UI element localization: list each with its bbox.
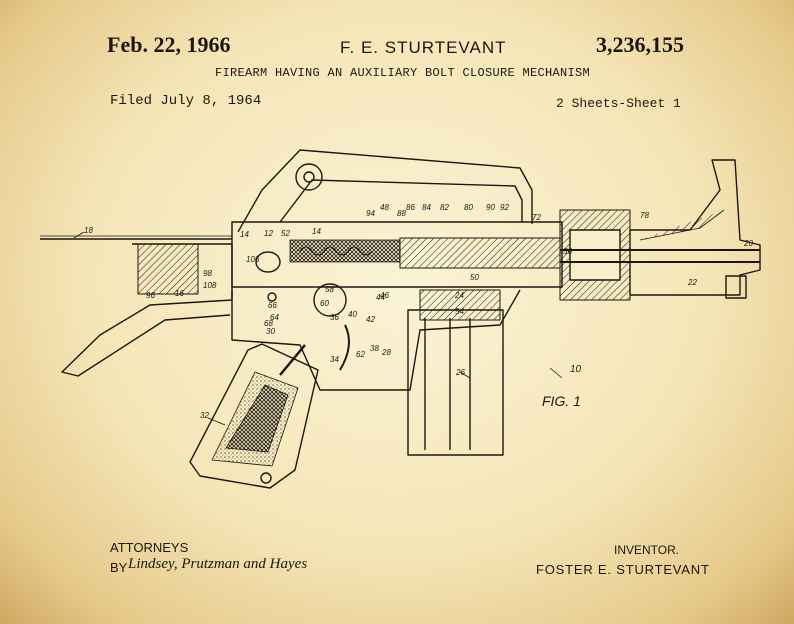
- part-number: 96: [146, 291, 155, 300]
- patent-title: FIREARM HAVING AN AUXILIARY BOLT CLOSURE…: [215, 66, 591, 80]
- attorney-signature: Lindsey, Prutzman and Hayes: [128, 556, 308, 572]
- sheet-count: 2 Sheets-Sheet 1: [556, 96, 681, 111]
- part-number: 54: [455, 307, 464, 316]
- part-number: 66: [268, 301, 277, 310]
- part-number: 68: [264, 319, 273, 328]
- part-number: 72: [532, 213, 541, 222]
- part-number: 14: [240, 230, 249, 239]
- part-number: 44: [376, 293, 385, 302]
- part-number: 58: [325, 285, 334, 294]
- magazine: [407, 289, 504, 456]
- part-number: 22: [687, 278, 697, 287]
- lower-receiver: [231, 283, 521, 391]
- part-number: 52: [281, 229, 290, 238]
- part-number: 38: [370, 344, 379, 353]
- part-number: 36: [330, 313, 339, 322]
- part-number: 48: [380, 203, 389, 212]
- part-number: 24: [454, 291, 464, 300]
- part-number: 62: [356, 350, 365, 359]
- carry-handle: [237, 149, 533, 233]
- upper-receiver: [231, 221, 563, 288]
- part-number: 90: [486, 203, 495, 212]
- inventor-label: INVENTOR.: [614, 543, 680, 557]
- part-number: 20: [743, 239, 753, 248]
- inventor-full-name: FOSTER E. STURTEVANT: [536, 562, 710, 577]
- part-number: 14: [312, 227, 321, 236]
- part-number: 106: [246, 255, 260, 264]
- by-label: BY: [110, 560, 128, 575]
- part-number: 42: [366, 315, 375, 324]
- part-number: 16: [175, 289, 184, 298]
- part-number: 46: [380, 291, 389, 300]
- part-number: 108: [203, 281, 217, 290]
- part-number: 80: [464, 203, 473, 212]
- part-number: 40: [348, 310, 357, 319]
- pistol-grip: [189, 343, 319, 489]
- part-number: 12: [264, 229, 273, 238]
- part-number: 92: [500, 203, 509, 212]
- part-number: 94: [366, 209, 375, 218]
- part-number: 34: [330, 355, 339, 364]
- part-number: 50: [470, 273, 479, 282]
- stock-outline: [40, 235, 233, 377]
- part-number: 30: [266, 327, 275, 336]
- patent-number: 3,236,155: [596, 32, 684, 57]
- attorneys-label: ATTORNEYS: [110, 540, 189, 555]
- inventor-name-header: F. E. STURTEVANT: [340, 38, 507, 57]
- part-number: 78: [640, 211, 649, 220]
- figure-label: FIG. 1: [542, 393, 581, 409]
- part-number: 60: [320, 299, 329, 308]
- part-number: 98: [203, 269, 212, 278]
- part-number: 82: [440, 203, 449, 212]
- part-number: 26: [455, 368, 465, 377]
- figure-reference-number: 10: [570, 364, 582, 375]
- part-number: 86: [406, 203, 415, 212]
- barrel-assembly: [559, 159, 761, 301]
- part-number: 56: [563, 247, 572, 256]
- filed-date: Filed July 8, 1964: [110, 93, 262, 109]
- part-number: 64: [270, 313, 279, 322]
- part-numbers: 18 14 12 52 14 94 48 88 86 84 82 80 90 9…: [84, 203, 753, 420]
- part-number: 88: [397, 209, 406, 218]
- part-number: 28: [381, 348, 391, 357]
- part-number: 84: [422, 203, 431, 212]
- part-number: 32: [200, 411, 209, 420]
- patent-date: Feb. 22, 1966: [107, 32, 231, 57]
- part-number: 18: [84, 226, 93, 235]
